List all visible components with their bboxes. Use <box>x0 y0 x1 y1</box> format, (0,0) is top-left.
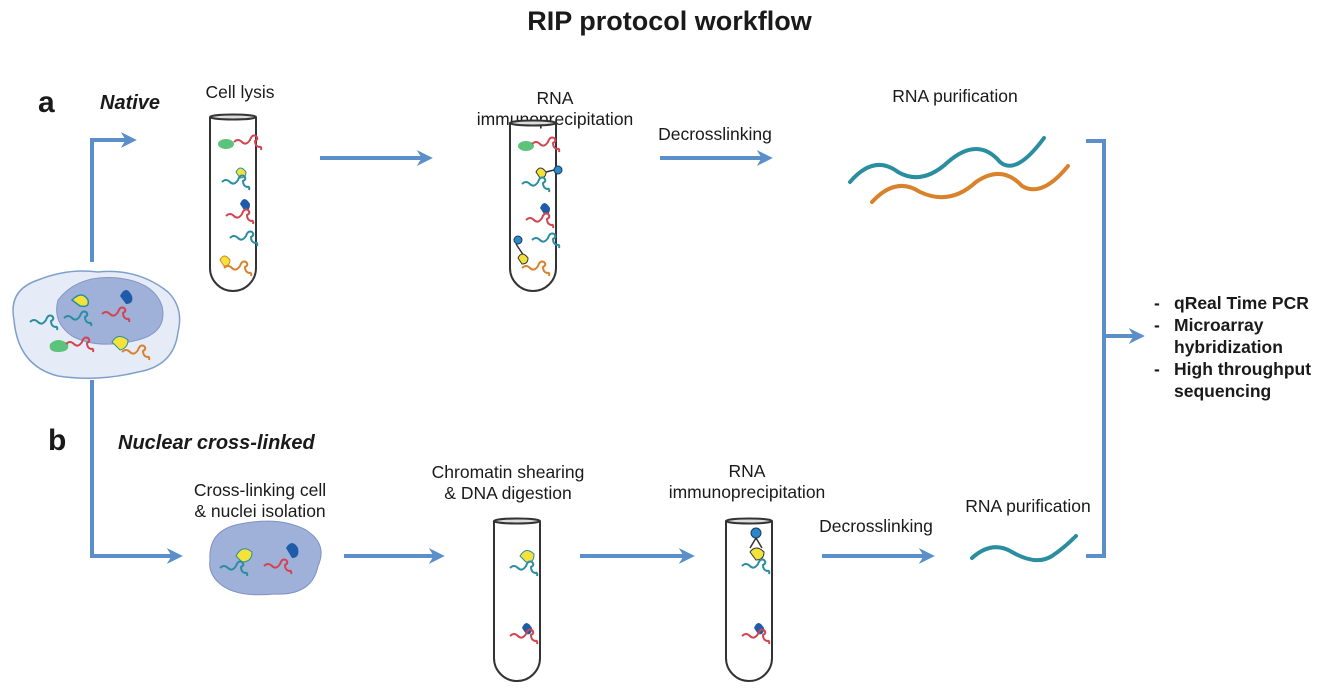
downstream-analysis-list: - qReal Time PCR - Microarray hybridizat… <box>1154 292 1311 402</box>
step-a-purification-label: RNA purification <box>892 86 1018 106</box>
step-b-crosslink-line1: Cross-linking cell <box>193 480 327 500</box>
step-b-purification-label: RNA purification <box>965 496 1091 516</box>
step-b-shearing-line2: & DNA digestion <box>444 483 572 503</box>
tube-a-lysis-contents <box>218 134 263 277</box>
rna-strand-teal-b <box>970 534 1078 563</box>
nucleus-icon <box>209 520 322 596</box>
cell-icon <box>12 270 181 379</box>
output-item: - High throughput sequencing <box>1154 359 1312 401</box>
rna-strand-teal <box>848 136 1046 184</box>
panel-a-name: Native <box>100 92 161 114</box>
panel-b-letter: b <box>48 424 67 457</box>
panel-a-letter: a <box>38 86 55 119</box>
tube-b-shearing <box>493 517 541 682</box>
step-a-cell-lysis-label: Cell lysis <box>205 82 275 102</box>
tube-a-lysis <box>209 113 257 292</box>
panel-b-name: Nuclear cross-linked <box>118 432 315 454</box>
merge-bracket <box>1086 139 1106 558</box>
tube-a-ip-contents <box>513 136 563 277</box>
step-b-ip-label: RNA immunoprecipitation <box>652 461 842 503</box>
tube-a-ip <box>509 119 557 292</box>
step-b-crosslink-label: Cross-linking cell & nuclei isolation <box>170 480 350 522</box>
tube-b-ip <box>725 517 773 682</box>
tube-b-shearing-contents <box>509 550 539 645</box>
step-a-ip-line1: RNA <box>536 88 574 108</box>
step-a-decrosslinking-label: Decrosslinking <box>658 124 772 144</box>
step-b-decrosslinking-label: Decrosslinking <box>819 516 933 536</box>
rna-strand-orange <box>870 164 1070 204</box>
output-item: - qReal Time PCR <box>1154 293 1309 313</box>
step-b-shearing-line1: Chromatin shearing <box>431 462 585 482</box>
branch-arrow-crosslinked <box>90 380 183 564</box>
branch-arrow-native <box>90 132 137 262</box>
diagram-title: RIP protocol workflow <box>527 6 812 36</box>
step-b-ip-line2: immunoprecipitation <box>668 482 826 502</box>
step-b-ip-line1: RNA <box>728 461 766 481</box>
tube-b-ip-contents <box>741 527 771 645</box>
step-b-shearing-label: Chromatin shearing & DNA digestion <box>418 462 598 504</box>
step-b-crosslink-line2: & nuclei isolation <box>194 501 326 521</box>
output-item: - Microarray hybridization <box>1154 315 1283 357</box>
